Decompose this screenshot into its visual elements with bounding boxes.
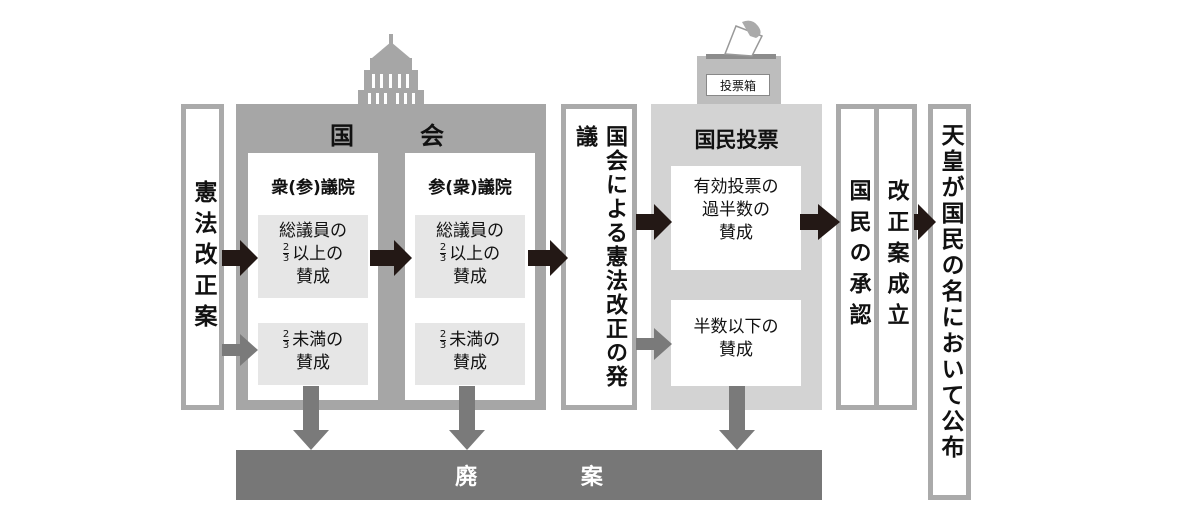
proposal-label: 国会による憲法改正の発議 <box>572 125 627 389</box>
referendum-pass-line3: 賛成 <box>719 222 753 243</box>
house1-pass-line3: 賛成 <box>296 266 330 287</box>
referendum-pass-line1: 有効投票の <box>693 177 779 197</box>
referendum-fail-line2: 賛成 <box>719 339 753 360</box>
referendum-frame: 国民投票 有効投票の 過半数の 賛成 半数以下の 賛成 <box>651 104 822 410</box>
approval-label: 国民の承認 <box>845 179 871 334</box>
arrow-right-1 <box>222 240 258 276</box>
referendum-fail-line1: 半数以下の <box>693 317 779 337</box>
house1-fail-line2: 賛成 <box>296 352 330 373</box>
promulgation-label: 天皇が国民の名において公布 <box>937 123 963 461</box>
referendum-fail-condition: 半数以下の 賛成 <box>671 300 801 386</box>
arrow-right-6 <box>914 204 936 240</box>
rejected-bar: 廃 案 <box>236 450 822 500</box>
arrow-right-3 <box>528 240 568 276</box>
arrow-down-2 <box>449 386 485 450</box>
arrow-gray-right-2 <box>636 328 672 360</box>
established-box: 改正案成立 <box>874 104 917 410</box>
house2-fail-line2: 賛成 <box>453 352 487 373</box>
referendum-pass-line2: 過半数の <box>702 199 770 220</box>
arrow-right-4 <box>636 204 672 240</box>
house2-title: 参(衆)議院 <box>428 178 512 198</box>
referendum-title: 国民投票 <box>694 128 779 152</box>
kokkai-title-right: 会 <box>420 122 444 150</box>
promulgation-box: 天皇が国民の名において公布 <box>928 104 971 500</box>
kokkai-title-left: 国 <box>330 122 354 150</box>
rejected-label: 廃 案 <box>455 465 651 490</box>
house2-pass-line1: 総議員の <box>436 221 504 241</box>
ballot-box-label: 投票箱 <box>706 74 770 96</box>
arrow-down-1 <box>293 386 329 450</box>
amendment-bill-label: 憲法改正案 <box>190 179 216 335</box>
arrow-right-2 <box>370 240 412 276</box>
arrow-gray-right-1 <box>222 334 258 366</box>
house2-pass-line3: 賛成 <box>453 266 487 287</box>
amendment-bill-box: 憲法改正案 <box>181 104 224 410</box>
referendum-pass-condition: 有効投票の 過半数の 賛成 <box>671 166 801 270</box>
established-label: 改正案成立 <box>883 179 909 334</box>
house1-pass-line1: 総議員の <box>279 221 347 241</box>
arrow-right-5 <box>800 204 840 240</box>
house1-title: 衆(参)議院 <box>271 178 355 198</box>
arrow-down-3 <box>719 386 755 450</box>
